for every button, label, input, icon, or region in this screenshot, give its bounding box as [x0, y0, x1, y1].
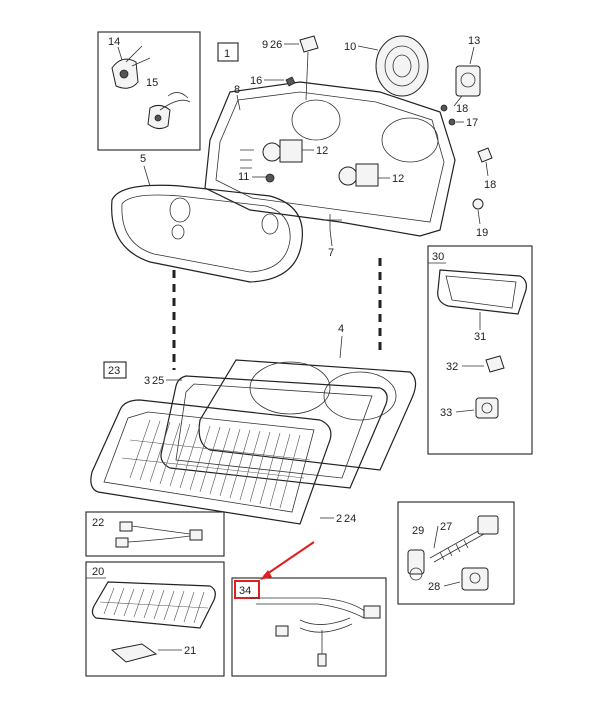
wire-harness-15 — [147, 92, 191, 130]
label-30: 30 — [432, 251, 444, 263]
inset-14-15: 14 15 — [97, 31, 201, 151]
label-22: 22 — [92, 517, 104, 529]
label-2: 2 — [336, 513, 342, 525]
label-11: 11 — [238, 171, 249, 183]
connector-34a — [363, 605, 381, 619]
connector-34b — [275, 625, 289, 637]
inset-27-29-frame — [397, 501, 515, 605]
inset-34-frame — [231, 577, 387, 677]
inset-20-21-frame — [85, 561, 225, 677]
label-25: 25 — [152, 375, 164, 387]
nut-19 — [472, 198, 484, 210]
highlight-arrowhead — [260, 570, 272, 580]
label-7: 7 — [328, 247, 334, 259]
lens-2 — [90, 399, 332, 525]
label-29: 29 — [412, 525, 424, 537]
label-12a: 12 — [316, 145, 328, 157]
gasket-5 — [111, 184, 303, 283]
label-20: 20 — [92, 566, 104, 578]
label-12b: 12 — [392, 173, 404, 185]
inset-20-21: 20 21 — [85, 561, 225, 677]
label-3: 3 — [144, 375, 150, 387]
connector-34c — [317, 653, 327, 667]
label-28: 28 — [428, 581, 440, 593]
lens-20 — [91, 581, 216, 629]
lens-20-ribs — [99, 587, 209, 624]
screw-18b — [440, 104, 448, 112]
highlight-arrow — [263, 541, 315, 577]
connector-22c — [189, 529, 203, 541]
bracket-7 — [322, 214, 342, 230]
clip-18 — [477, 147, 493, 163]
label-10: 10 — [344, 41, 356, 53]
inset-34: 34 — [231, 577, 387, 677]
label-16: 16 — [250, 75, 262, 87]
label-31: 31 — [474, 331, 486, 343]
socket-12a — [279, 139, 303, 163]
cover-cap-10 — [375, 35, 429, 97]
label-17: 17 — [466, 117, 478, 129]
inset-27-29: 29 27 28 — [397, 501, 515, 605]
label-26: 26 — [270, 39, 282, 51]
inset-30-33-frame — [427, 245, 533, 455]
label-33: 33 — [440, 407, 452, 419]
label-9: 9 — [262, 39, 268, 51]
label-14: 14 — [108, 36, 120, 48]
inset-30-33: 30 31 32 33 — [427, 245, 533, 455]
bulb-11 — [265, 173, 275, 183]
label-15: 15 — [146, 77, 158, 89]
label-4: 4 — [338, 323, 344, 335]
label-24: 24 — [344, 513, 356, 525]
label-13: 13 — [468, 35, 480, 47]
seal-frame-25 — [160, 375, 388, 489]
label-1: 1 — [224, 48, 230, 60]
label-19: 19 — [476, 227, 488, 239]
label-18: 18 — [484, 179, 496, 191]
bracket-28 — [461, 567, 489, 591]
lens-ribs — [121, 419, 311, 509]
adjuster-29 — [407, 549, 425, 581]
bulb-12a — [262, 142, 282, 162]
screw-16 — [285, 76, 296, 87]
bracket-21 — [110, 643, 158, 663]
label-34-highlight — [234, 580, 260, 599]
ref-box-23 — [103, 361, 127, 379]
inset-22-frame — [85, 511, 225, 557]
ref-box-1 — [217, 42, 239, 62]
clip-32 — [485, 355, 505, 373]
connector-22a — [119, 521, 133, 532]
inset-14-15-frame — [97, 31, 201, 151]
level-motor-13 — [453, 65, 481, 107]
headlight-housing-8 — [204, 81, 456, 237]
label-5: 5 — [140, 153, 146, 165]
label-21: 21 — [184, 645, 196, 657]
gasket-31 — [437, 269, 527, 315]
bulb-12b — [338, 166, 358, 186]
inset-22: 22 — [85, 511, 225, 557]
label-18b: 18 — [456, 103, 468, 115]
bulb-holder-14 — [111, 45, 151, 89]
adjuster-screw-27 — [429, 515, 499, 563]
harness-34-wire-c — [299, 617, 353, 633]
connector-22b — [115, 537, 129, 548]
label-8: 8 — [234, 84, 240, 96]
clip-9-26 — [299, 35, 319, 53]
screw-17 — [448, 118, 456, 126]
harness-34-wire-b — [256, 603, 365, 619]
label-32: 32 — [446, 361, 458, 373]
harness-34-wire-a — [250, 597, 367, 613]
label-27: 27 — [440, 521, 452, 533]
label-34: 34 — [239, 585, 251, 597]
socket-12b — [355, 163, 379, 187]
holder-33 — [475, 397, 499, 419]
label-23: 23 — [108, 365, 120, 377]
